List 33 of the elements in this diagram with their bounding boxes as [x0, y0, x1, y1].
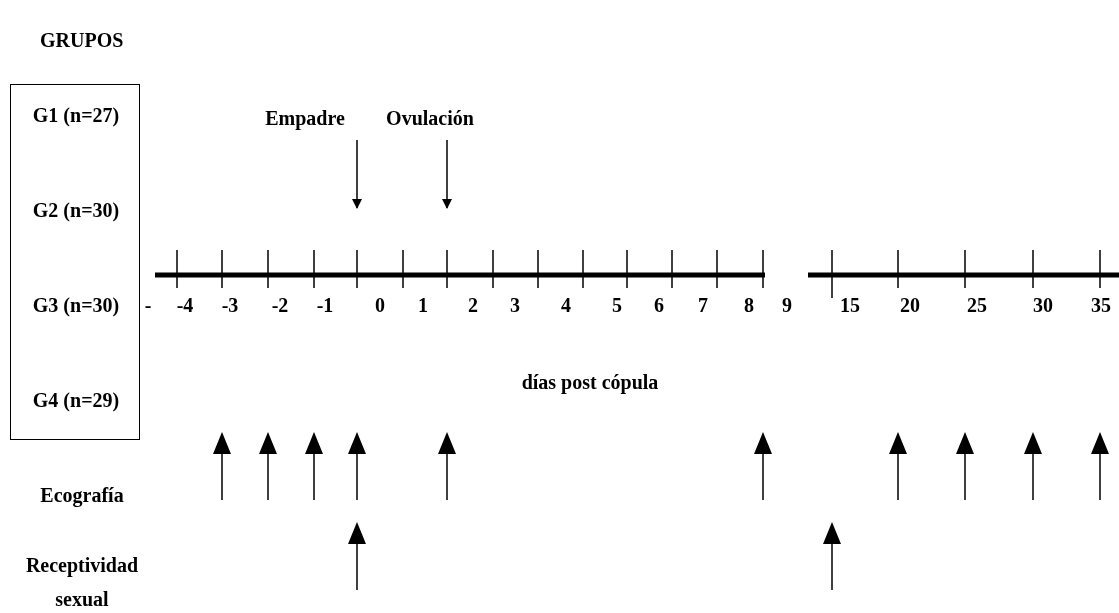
- tick-label: 35: [1091, 293, 1111, 317]
- event-label: Empadre: [265, 106, 345, 130]
- tick-label: 6: [654, 293, 664, 317]
- row-label: Receptividad sexual: [24, 553, 140, 612]
- tick-label: 4: [561, 293, 571, 317]
- tick-label: 7: [698, 293, 708, 317]
- tick-label: 30: [1033, 293, 1053, 317]
- tick-label: 8: [744, 293, 754, 317]
- tick-label: 2: [468, 293, 478, 317]
- row-label: Ecografía: [40, 483, 124, 507]
- group-label: G4 (n=29): [31, 388, 121, 414]
- axis-title: días post cópula: [521, 370, 659, 394]
- group-label: G1 (n=27): [31, 103, 121, 129]
- tick-label: 15: [840, 293, 860, 317]
- tick-label: 5: [612, 293, 622, 317]
- group-label: G3 (n=30): [31, 293, 121, 319]
- tick-label: 1: [418, 293, 428, 317]
- arrow: [352, 139, 362, 209]
- heading: GRUPOS: [40, 28, 124, 52]
- tick-label: -2: [271, 293, 289, 317]
- tick-label: 0: [375, 293, 385, 317]
- group-label: G2 (n=30): [31, 198, 121, 224]
- tick-label: -3: [221, 293, 239, 317]
- event-label: Ovulación: [386, 106, 474, 130]
- tick-label: -1: [316, 293, 334, 317]
- tick-label: 20: [900, 293, 920, 317]
- tick-label: 9: [782, 293, 792, 317]
- tick-label: 25: [967, 293, 987, 317]
- arrow: [442, 139, 452, 209]
- tick-label: -4: [176, 293, 194, 317]
- group-box: [10, 84, 140, 440]
- tick-label: -: [144, 293, 152, 317]
- tick-label: 3: [510, 293, 520, 317]
